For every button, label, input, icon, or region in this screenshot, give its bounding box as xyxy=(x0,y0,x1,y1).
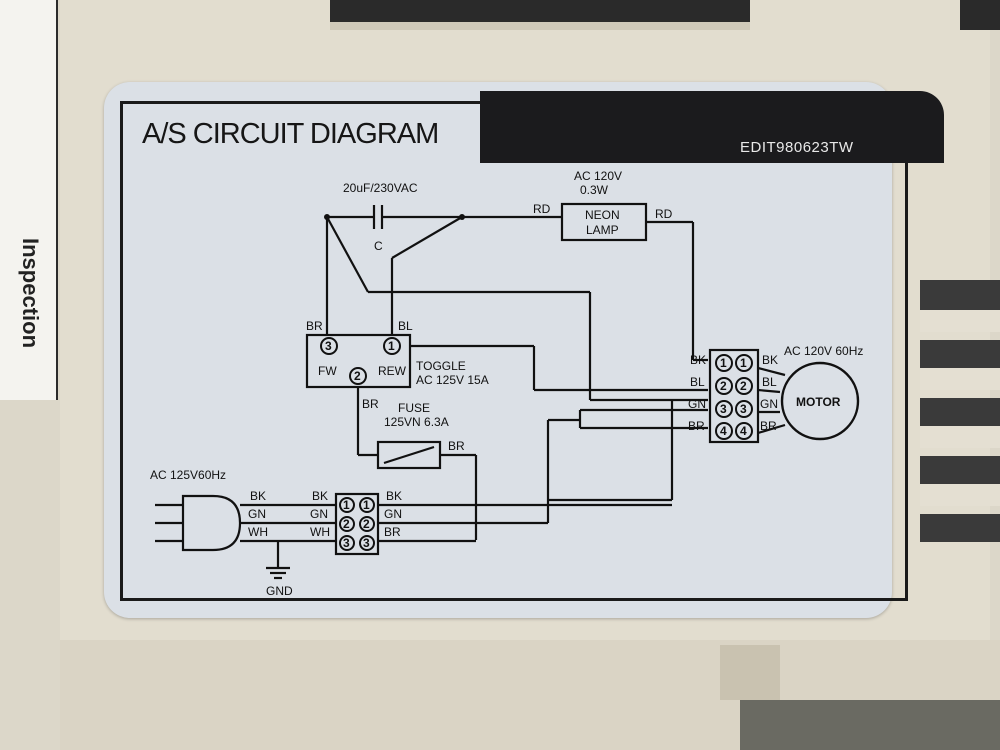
motor-in-bk: BK xyxy=(690,353,706,367)
neon-lamp: AC 120V 0.3W NEON LAMP RD RD xyxy=(462,169,695,360)
supply-block-2a: 2 xyxy=(343,517,350,531)
motor-name: MOTOR xyxy=(796,395,841,409)
motor-out-bl: BL xyxy=(762,375,777,389)
motor-conn-2a: 2 xyxy=(720,379,727,393)
neon-lamp-name-2: LAMP xyxy=(586,223,619,237)
motor-conn-4a: 4 xyxy=(720,424,727,438)
supply-wire-wh-1: WH xyxy=(248,525,268,539)
fuse: BR FUSE 125VN 6.3A BR xyxy=(356,387,478,540)
fuse-rating: 125VN 6.3A xyxy=(384,415,449,429)
inspection-label-strip: Inspection xyxy=(0,0,58,400)
supply-rating: AC 125V60Hz xyxy=(150,468,226,482)
sticker-header-band xyxy=(480,91,944,163)
toggle-switch: BR BL 3 1 2 FW REW TOGGLE AC 125V 15A xyxy=(305,319,489,389)
capacitor: 20uF/230VAC C xyxy=(324,181,465,253)
motor-conn-1a: 1 xyxy=(720,356,727,370)
supply-block-1a: 1 xyxy=(343,498,350,512)
motor-connector: 1 1 2 2 3 3 4 4 BK BL GN BR BK BL GN BR xyxy=(688,348,786,444)
ground-label: GND xyxy=(266,584,293,598)
toggle-terminal-2: 2 xyxy=(354,369,361,383)
motor: AC 120V 60Hz MOTOR xyxy=(780,344,863,441)
supply-wire-gn-1: GN xyxy=(248,507,266,521)
toggle-pos-rew: REW xyxy=(378,364,407,378)
supply-terminal-block: 1 1 2 2 3 3 xyxy=(334,492,380,556)
capacitor-rating: 20uF/230VAC xyxy=(343,181,418,195)
motor-conn-3b: 3 xyxy=(740,402,747,416)
supply-wire-bk-1: BK xyxy=(250,489,266,503)
block-out-br: BR xyxy=(384,525,401,539)
power-plug: AC 125V60Hz xyxy=(150,468,242,552)
motor-in-br: BR xyxy=(688,419,705,433)
fuse-name: FUSE xyxy=(398,401,430,415)
capacitor-label: C xyxy=(374,239,383,253)
motor-out-gn: GN xyxy=(760,397,778,411)
toggle-rating: AC 125V 15A xyxy=(416,373,489,387)
neon-lamp-rating-2: 0.3W xyxy=(580,183,609,197)
circuit-diagram-sticker xyxy=(104,82,892,618)
motor-conn-1b: 1 xyxy=(740,356,747,370)
motor-in-gn: GN xyxy=(688,397,706,411)
toggle-pos-fw: FW xyxy=(318,364,337,378)
neon-lamp-rating-1: AC 120V xyxy=(574,169,622,183)
toggle-name: TOGGLE xyxy=(416,359,466,373)
supply-wire-gn-2: GN xyxy=(310,507,328,521)
motor-out-bk: BK xyxy=(762,353,778,367)
toggle-wire-br: BR xyxy=(306,319,323,333)
block-out-gn: GN xyxy=(384,507,402,521)
wire-rd-right: RD xyxy=(655,207,673,221)
motor-conn-4b: 4 xyxy=(740,424,747,438)
motor-conn-3a: 3 xyxy=(720,402,727,416)
ground-symbol: GND xyxy=(266,541,293,598)
toggle-wire-bl: BL xyxy=(398,319,413,333)
diagram-title: A/S CIRCUIT DIAGRAM xyxy=(142,118,439,150)
wire-rd-left: RD xyxy=(533,202,551,216)
motor-conn-2b: 2 xyxy=(740,379,747,393)
supply-block-3b: 3 xyxy=(363,536,370,550)
fuse-wire-br-out: BR xyxy=(448,439,465,453)
supply-wire-bk-2: BK xyxy=(312,489,328,503)
supply-block-2b: 2 xyxy=(363,517,370,531)
fuse-wire-br-in: BR xyxy=(362,397,379,411)
motor-in-bl: BL xyxy=(690,375,705,389)
neon-lamp-name-1: NEON xyxy=(585,208,620,222)
supply-block-1b: 1 xyxy=(363,498,370,512)
toggle-terminal-3: 3 xyxy=(325,339,332,353)
motor-rating: AC 120V 60Hz xyxy=(784,344,863,358)
toggle-terminal-1: 1 xyxy=(388,339,395,353)
supply-wire-wh-2: WH xyxy=(310,525,330,539)
diagram-code: EDIT980623TW xyxy=(740,139,854,156)
supply-block-3a: 3 xyxy=(343,536,350,550)
block-out-bk: BK xyxy=(386,489,402,503)
